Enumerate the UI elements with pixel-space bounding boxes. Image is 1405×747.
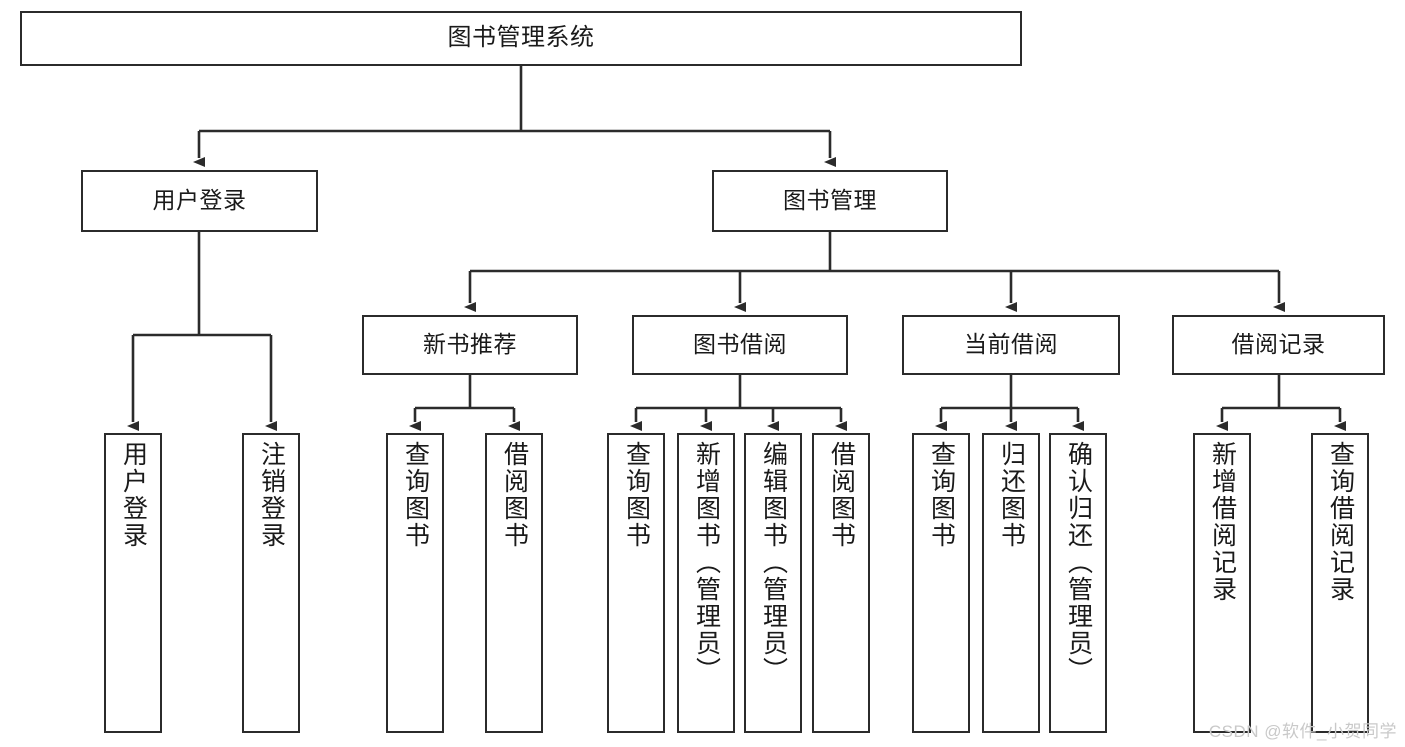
- node-label: 图书管理: [783, 187, 877, 214]
- node-label: 编辑图书（管理员）: [759, 441, 788, 684]
- leaf-current-confirm-return-admin[interactable]: 确认归还（管理员）: [1049, 433, 1107, 733]
- node-label: 确认归还（管理员）: [1064, 441, 1093, 684]
- node-label: 查询图书: [927, 441, 956, 549]
- node-label: 新书推荐: [423, 331, 517, 358]
- leaf-borrow-borrow-book[interactable]: 借阅图书: [812, 433, 870, 733]
- node-label: 当前借阅: [964, 331, 1058, 358]
- leaf-current-return-book[interactable]: 归还图书: [982, 433, 1040, 733]
- node-root-system[interactable]: 图书管理系统: [20, 11, 1022, 66]
- leaf-current-query-book[interactable]: 查询图书: [912, 433, 970, 733]
- leaf-record-query-record[interactable]: 查询借阅记录: [1311, 433, 1369, 733]
- node-label: 借阅图书: [827, 441, 856, 549]
- leaf-recommend-borrow-book[interactable]: 借阅图书: [485, 433, 543, 733]
- node-label: 用户登录: [152, 187, 247, 214]
- node-label: 注销登录: [257, 441, 286, 549]
- node-user-login[interactable]: 用户登录: [81, 170, 318, 232]
- node-label: 借阅记录: [1231, 331, 1326, 358]
- node-label: 图书借阅: [693, 331, 787, 358]
- node-book-management[interactable]: 图书管理: [712, 170, 948, 232]
- leaf-record-add-record[interactable]: 新增借阅记录: [1193, 433, 1251, 733]
- leaf-user-login-login[interactable]: 用户登录: [104, 433, 162, 733]
- leaf-borrow-add-book-admin[interactable]: 新增图书（管理员）: [677, 433, 735, 733]
- node-new-book-recommend[interactable]: 新书推荐: [362, 315, 578, 375]
- node-label: 归还图书: [997, 441, 1026, 549]
- leaf-user-login-logout[interactable]: 注销登录: [242, 433, 300, 733]
- node-label: 借阅图书: [500, 441, 529, 549]
- leaf-borrow-edit-book-admin[interactable]: 编辑图书（管理员）: [744, 433, 802, 733]
- node-label: 新增图书（管理员）: [692, 441, 721, 684]
- node-book-borrow[interactable]: 图书借阅: [632, 315, 848, 375]
- node-label: 用户登录: [119, 441, 148, 549]
- node-label: 查询图书: [401, 441, 430, 549]
- node-label: 查询图书: [622, 441, 651, 549]
- leaf-borrow-query-book[interactable]: 查询图书: [607, 433, 665, 733]
- node-current-borrow[interactable]: 当前借阅: [902, 315, 1120, 375]
- csdn-watermark: CSDN @软件_小贺同学: [1208, 722, 1397, 741]
- leaf-recommend-query-book[interactable]: 查询图书: [386, 433, 444, 733]
- node-label: 新增借阅记录: [1208, 441, 1237, 603]
- node-label: 查询借阅记录: [1326, 441, 1355, 603]
- node-label: 图书管理系统: [447, 24, 595, 52]
- node-borrow-record[interactable]: 借阅记录: [1172, 315, 1385, 375]
